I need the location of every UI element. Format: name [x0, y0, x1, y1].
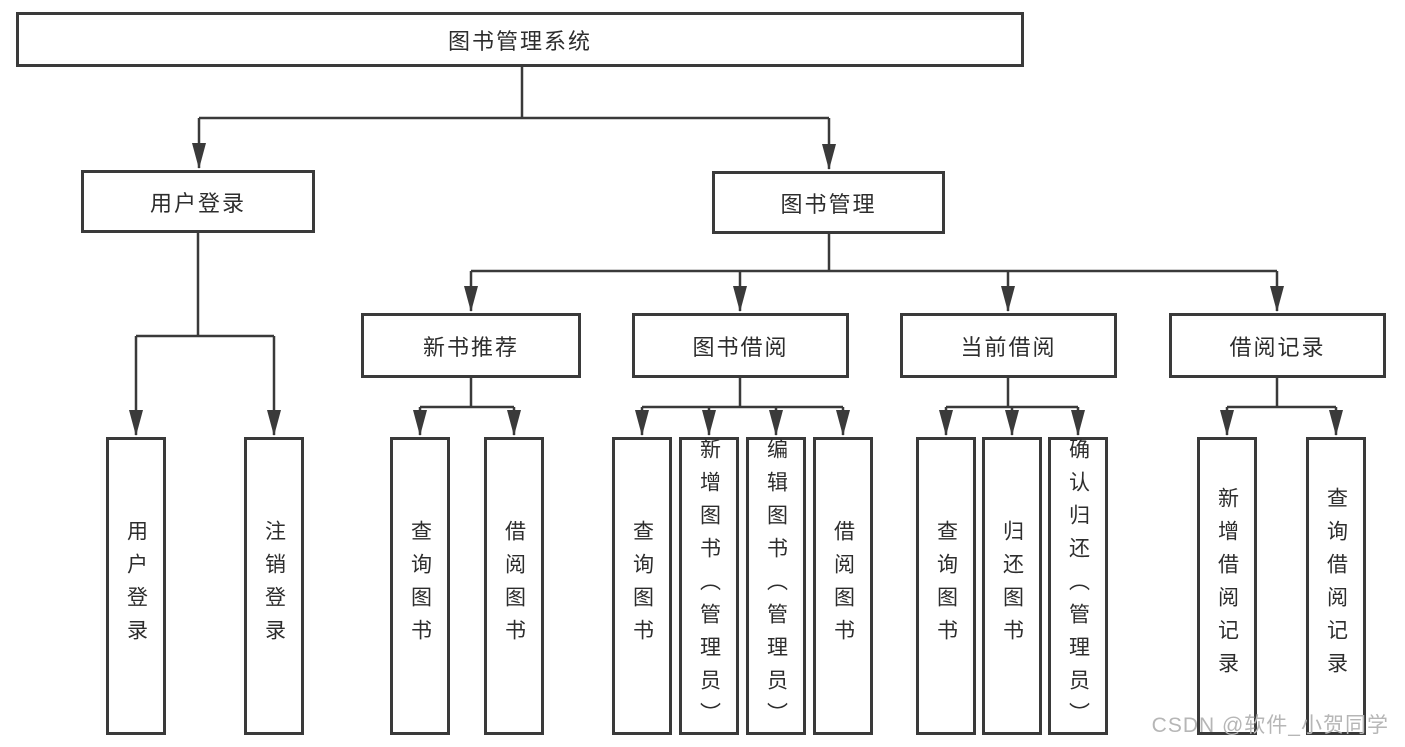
node-label: 借阅记录 [1229, 334, 1326, 360]
node-label: 新增图书（管理员） [697, 437, 721, 735]
node-current-borrowing: 当前借阅 [900, 313, 1117, 378]
leaf-bb-add-book-admin: 新增图书（管理员） [679, 437, 739, 735]
node-label: 查询图书 [934, 520, 958, 652]
leaf-cb-return-books: 归还图书 [982, 437, 1042, 735]
leaf-bb-borrow-books: 借阅图书 [813, 437, 873, 735]
leaf-br-query-record: 查询借阅记录 [1306, 437, 1366, 735]
node-borrowing-records: 借阅记录 [1169, 313, 1386, 378]
node-label: 图书借阅 [692, 334, 789, 360]
node-label: 注销登录 [262, 520, 286, 652]
watermark: CSDN @软件_小贺同学 [1151, 714, 1389, 737]
node-user-login: 用户登录 [81, 170, 315, 233]
node-label: 新书推荐 [422, 334, 519, 360]
node-label: 归还图书 [1000, 520, 1024, 652]
leaf-bb-edit-book-admin: 编辑图书（管理员） [746, 437, 806, 735]
node-label: 图书管理系统 [447, 28, 592, 54]
node-book-borrowing: 图书借阅 [632, 313, 849, 378]
node-book-management: 图书管理 [712, 171, 945, 234]
node-label: 用户登录 [124, 520, 148, 652]
node-label: 借阅图书 [831, 520, 855, 652]
node-label: 确认归还（管理员） [1066, 437, 1090, 735]
node-label: 图书管理 [780, 191, 877, 217]
leaf-user-login: 用户登录 [106, 437, 166, 735]
node-label: 查询借阅记录 [1324, 487, 1348, 685]
node-label: 新增借阅记录 [1215, 487, 1239, 685]
leaf-logout: 注销登录 [244, 437, 304, 735]
node-label: 借阅图书 [502, 520, 526, 652]
leaf-nb-borrow-books: 借阅图书 [484, 437, 544, 735]
leaf-cb-confirm-return-admin: 确认归还（管理员） [1048, 437, 1108, 735]
leaf-br-add-record: 新增借阅记录 [1197, 437, 1257, 735]
leaf-bb-query-books: 查询图书 [612, 437, 672, 735]
node-label: 查询图书 [408, 520, 432, 652]
node-root: 图书管理系统 [16, 12, 1024, 67]
node-label: 查询图书 [630, 520, 654, 652]
node-label: 用户登录 [149, 190, 246, 216]
node-new-book-recommend: 新书推荐 [361, 313, 581, 378]
leaf-nb-query-books: 查询图书 [390, 437, 450, 735]
node-label: 当前借阅 [960, 334, 1057, 360]
leaf-cb-query-books: 查询图书 [916, 437, 976, 735]
node-label: 编辑图书（管理员） [764, 437, 788, 735]
